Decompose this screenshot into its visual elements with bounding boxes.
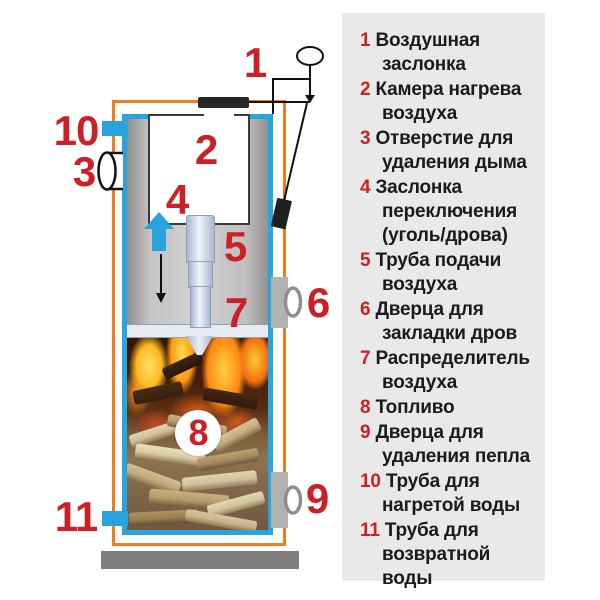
legend-item-number: 2 — [360, 79, 371, 100]
legend-item-label: Топливо — [375, 397, 455, 418]
legend-item-number: 10 — [360, 471, 381, 492]
callout-11: 11 — [54, 493, 98, 540]
legend-item-1: 1 Воздушная заслонка — [360, 29, 539, 77]
legend-item-number: 6 — [360, 299, 371, 320]
hot-water-pipe-stub — [102, 121, 128, 136]
legend-item-8: 8 Топливо — [360, 396, 539, 420]
legend-item-label: Камера нагрева воздуха — [375, 79, 522, 124]
burning-log — [202, 387, 259, 410]
legend-item-number: 1 — [360, 30, 371, 51]
callout-4: 4 — [165, 176, 189, 223]
legend-item-label: Заслонка переключения (уголь/дрова) — [375, 177, 517, 246]
callout-7: 7 — [224, 289, 248, 336]
legend-item-6: 6 Дверца для закладки дров — [360, 298, 539, 346]
legend-item-3: 3 Отверстие для удаления дыма — [360, 127, 539, 175]
legend-item-4: 4 Заслонка переключения (уголь/дрова) — [360, 176, 539, 248]
legend-item-label: Воздушная заслонка — [375, 30, 481, 75]
fuel-marker: 8 — [175, 410, 221, 456]
wood-loading-door — [271, 277, 288, 328]
burning-log — [161, 352, 203, 380]
air-supply-pipe-middle — [188, 261, 213, 288]
callout-3: 3 — [72, 148, 96, 195]
legend-item-number: 7 — [360, 348, 371, 369]
air-heating-chamber — [148, 114, 250, 225]
legend-item-9: 9 Дверца для удаления пепла — [360, 421, 539, 469]
legend-item-5: 5 Труба подачи воздуха — [360, 249, 539, 297]
return-water-pipe-stub — [102, 511, 128, 526]
ash-removal-door — [271, 472, 288, 528]
callout-8: 8 — [188, 412, 208, 453]
legend-item-number: 11 — [360, 520, 380, 541]
legend-item-number: 4 — [360, 177, 371, 198]
air-supply-pipe-lower — [190, 286, 211, 328]
legend-item-number: 5 — [360, 250, 371, 271]
legend-item-number: 8 — [360, 397, 371, 418]
air-inlet-gap — [204, 113, 234, 120]
burning-log — [132, 380, 184, 406]
callout-6: 6 — [306, 279, 330, 326]
callout-1: 1 — [243, 39, 267, 86]
legend-item-11: 11 Труба для возвратной воды — [360, 519, 539, 591]
callout-10: 10 — [53, 107, 100, 154]
legend-panel: 1 Воздушная заслонка 2 Камера нагрева во… — [342, 13, 545, 589]
base-plinth — [101, 551, 299, 569]
legend-item-label: Труба подачи воздуха — [375, 250, 502, 295]
legend-item-label: Отверстие для удаления дыма — [375, 128, 527, 173]
callout-2: 2 — [194, 126, 218, 173]
legend-item-label: Дверца для удаления пепла — [375, 422, 530, 467]
legend-item-label: Труба для нагретой воды — [382, 471, 520, 516]
legend-item-2: 2 Камера нагрева воздуха — [360, 78, 539, 126]
legend-item-7: 7 Распределитель воздуха — [360, 347, 539, 395]
wood-log — [181, 470, 258, 492]
legend-item-number: 3 — [360, 128, 371, 149]
legend-item-label: Дверца для закладки дров — [375, 299, 518, 344]
down-arrow-icon — [305, 95, 315, 103]
legend-item-number: 9 — [360, 422, 371, 443]
callout-9: 9 — [305, 475, 329, 522]
air-supply-pipe-upper — [186, 215, 215, 263]
legend-item-label: Распределитель воздуха — [375, 348, 530, 393]
legend-item-label: Труба для возвратной воды — [382, 520, 491, 589]
damper-knob-icon — [296, 46, 324, 66]
callout-5: 5 — [223, 223, 247, 270]
legend-item-10: 10 Труба для нагретой воды — [360, 470, 539, 518]
